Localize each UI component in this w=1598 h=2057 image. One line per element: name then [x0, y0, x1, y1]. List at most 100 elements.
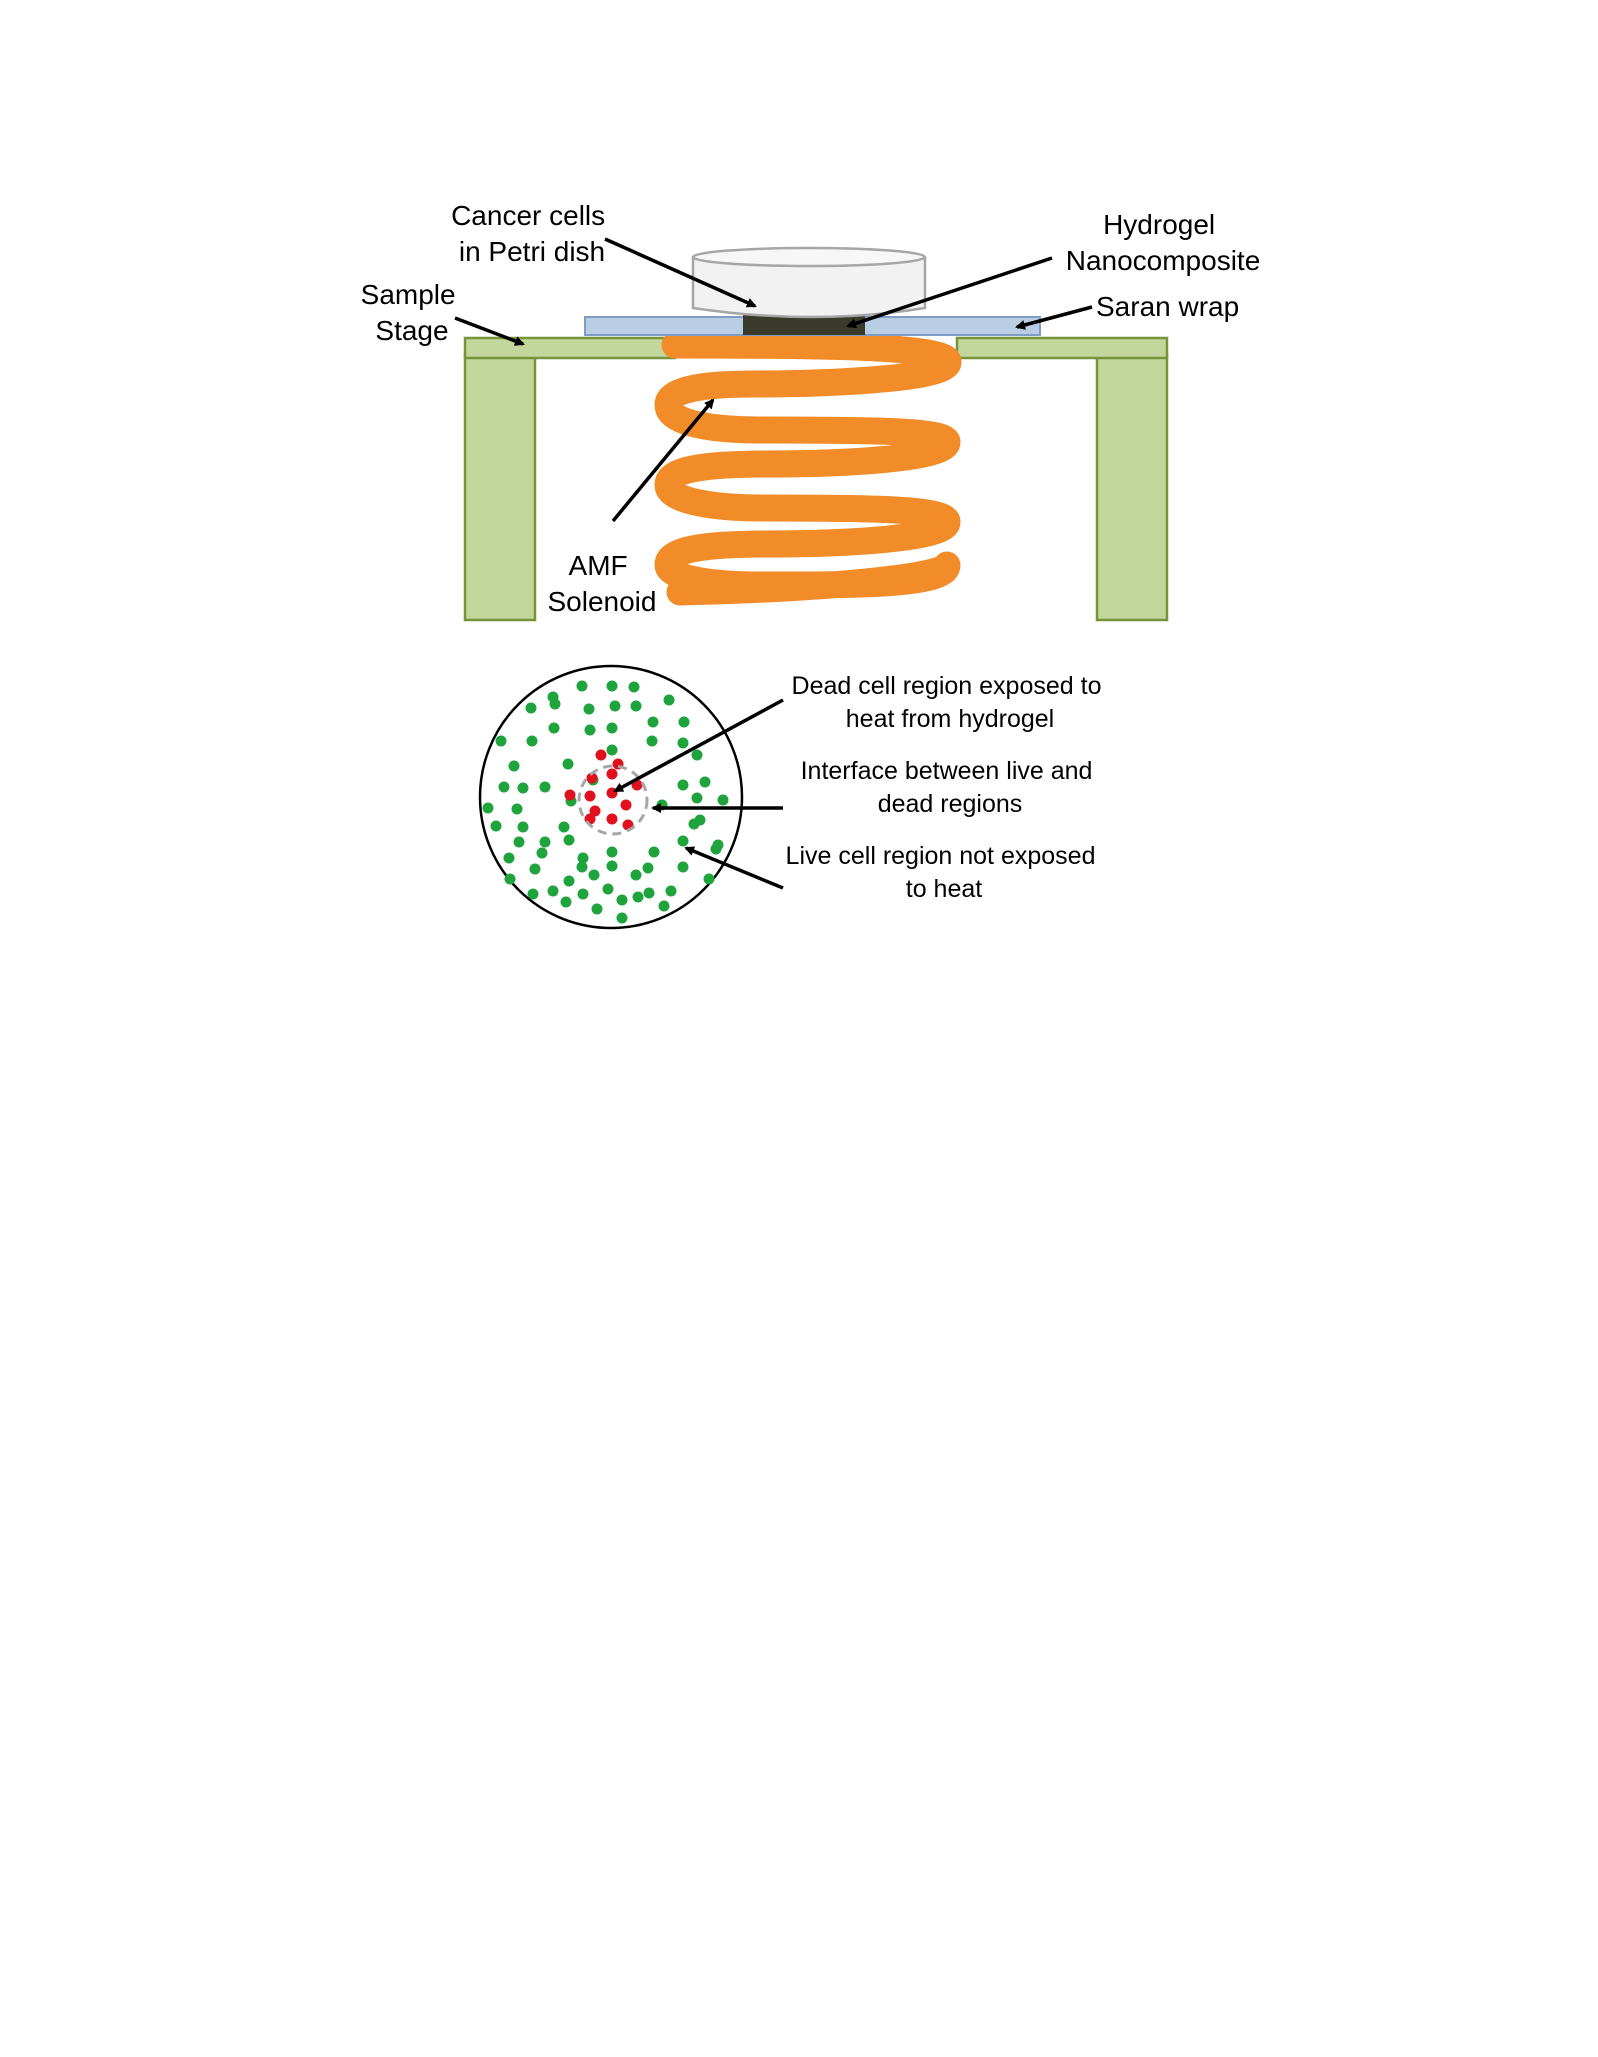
- hydrogel-nanocomposite: [743, 313, 865, 335]
- live-cell-dot: [583, 703, 595, 715]
- live-cell-dot: [710, 843, 722, 855]
- live-dead-interface-ring: [577, 764, 649, 836]
- live-cell-dot: [647, 716, 659, 728]
- live-cell-dot: [591, 903, 603, 915]
- live-cell-dot: [503, 852, 515, 864]
- live-cell-dot: [648, 846, 660, 858]
- amf-solenoid-coil: [654, 331, 962, 606]
- live-cell-dot: [562, 758, 574, 770]
- live-cell-dot: [632, 891, 644, 903]
- live-cell-dot: [577, 852, 589, 864]
- live-cell-dot: [606, 722, 618, 734]
- live-cell-dot: [490, 820, 502, 832]
- live-cell-dot: [646, 735, 658, 747]
- dead-region-arrow: [613, 698, 784, 793]
- live-cell-dot: [498, 781, 510, 793]
- interface-label: Interface between live and dead regions: [801, 757, 1100, 818]
- live-cell-dots: [482, 680, 729, 924]
- dead-cell-dot: [606, 768, 618, 780]
- stage-right-top: [955, 336, 1169, 360]
- live-cell-dot: [663, 694, 675, 706]
- dead-cell-dot: [564, 789, 576, 801]
- live-cell-dot: [547, 885, 559, 897]
- live-cell-dot: [563, 834, 575, 846]
- live-cell-dot: [548, 722, 560, 734]
- dead-region-label: Dead cell region exposed to heat from hy…: [792, 672, 1109, 733]
- top-annotation-arrows: [454, 237, 1093, 523]
- hydrogel-label: Hydrogel Nanocomposite: [1066, 209, 1261, 276]
- live-region-label: Live cell region not exposed to heat: [786, 842, 1103, 903]
- live-cell-dot: [529, 863, 541, 875]
- live-cell-dot: [658, 900, 670, 912]
- sample-stage-arrow: [454, 316, 525, 346]
- live-cell-dot: [642, 862, 654, 874]
- live-cell-dot: [588, 869, 600, 881]
- hydrogel-arrow: [846, 256, 1053, 329]
- live-cell-dot: [699, 776, 711, 788]
- bottom-annotation-arrows: [613, 698, 784, 890]
- cancer-cells-arrow: [604, 237, 757, 308]
- cell-culture-top-view: [478, 664, 744, 930]
- live-cell-dot: [584, 724, 596, 736]
- live-cell-dot: [511, 803, 523, 815]
- saran-wrap-label: Saran wrap: [1096, 291, 1239, 322]
- live-cell-dot: [539, 781, 551, 793]
- cancer-cells-label: Cancer cells in Petri dish: [451, 200, 613, 267]
- live-cell-dot: [576, 680, 588, 692]
- live-cell-dot: [527, 888, 539, 900]
- live-cell-dot: [665, 885, 677, 897]
- saran-wrap-arrow: [1015, 305, 1093, 330]
- live-cell-dot: [539, 836, 551, 848]
- live-cell-dot: [678, 716, 690, 728]
- live-cell-dot: [609, 700, 621, 712]
- live-cell-dot: [504, 873, 516, 885]
- live-cell-dot: [536, 847, 548, 859]
- live-cell-dot: [717, 794, 729, 806]
- live-cell-dot: [694, 814, 706, 826]
- live-cell-dot: [606, 744, 618, 756]
- live-cell-dot: [482, 802, 494, 814]
- stage-left-leg: [463, 353, 537, 622]
- live-cell-dot: [677, 835, 689, 847]
- live-cell-dot: [558, 821, 570, 833]
- amf-solenoid-label: AMF Solenoid: [548, 550, 657, 617]
- live-cell-dot: [691, 792, 703, 804]
- live-cell-dot: [606, 846, 618, 858]
- live-cell-dot: [517, 782, 529, 794]
- live-cell-dot: [630, 700, 642, 712]
- live-cell-dot: [643, 887, 655, 899]
- petri-dish: [691, 246, 927, 319]
- live-cell-dot: [560, 896, 572, 908]
- live-region-arrow: [684, 846, 784, 890]
- dead-cell-dot: [586, 772, 598, 784]
- stage-right-leg: [1095, 353, 1169, 622]
- live-cell-dot: [549, 698, 561, 710]
- dead-cell-dot: [595, 749, 607, 761]
- live-cell-dot: [677, 737, 689, 749]
- live-cell-dot: [577, 888, 589, 900]
- live-cell-dot: [513, 836, 525, 848]
- live-cell-dot: [517, 821, 529, 833]
- solenoid-arrow: [611, 398, 715, 523]
- live-cell-dot: [602, 883, 614, 895]
- live-cell-dot: [677, 779, 689, 791]
- live-cell-dot: [703, 873, 715, 885]
- dead-cell-dot: [606, 813, 618, 825]
- live-cell-dot: [495, 735, 507, 747]
- live-cell-dot: [508, 760, 520, 772]
- live-cell-dot: [525, 702, 537, 714]
- live-cell-dot: [563, 875, 575, 887]
- stage-left-top: [463, 336, 677, 360]
- live-cell-dot: [616, 912, 628, 924]
- live-cell-dot: [576, 861, 588, 873]
- live-cell-dot: [526, 735, 538, 747]
- dead-cell-dot: [584, 790, 596, 802]
- live-cell-dot: [677, 861, 689, 873]
- sample-stage-label: Sample Stage: [361, 279, 464, 346]
- live-cell-dot: [691, 749, 703, 761]
- live-cell-dot: [606, 680, 618, 692]
- sample-stage: [463, 336, 1169, 622]
- live-cell-dot: [606, 860, 618, 872]
- live-cell-dot: [630, 869, 642, 881]
